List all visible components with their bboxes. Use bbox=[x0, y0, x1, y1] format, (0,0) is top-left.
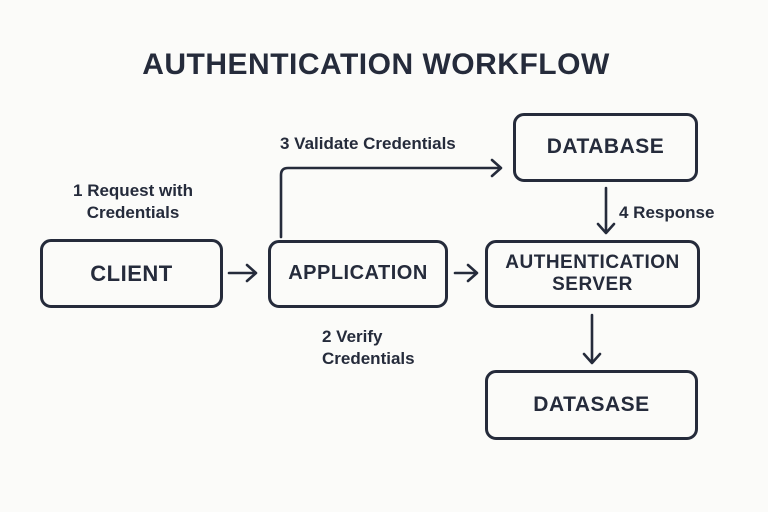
node-authentication-server: AUTHENTICATION SERVER bbox=[485, 240, 700, 308]
node-application: APPLICATION bbox=[268, 240, 448, 308]
arrow-application-to-auth-server bbox=[453, 263, 479, 283]
node-client: CLIENT bbox=[40, 239, 223, 308]
arrow-database-to-auth-server bbox=[596, 186, 616, 235]
arrow-auth-server-to-datasase bbox=[582, 313, 602, 365]
node-datasase: DATASASE bbox=[485, 370, 698, 440]
annotation-step1-request-with-credentials: 1 Request with Credentials bbox=[73, 181, 193, 223]
arrow-client-to-application bbox=[227, 263, 258, 283]
annotation-step4-response: 4 Response bbox=[619, 203, 715, 222]
node-database: DATABASE bbox=[513, 113, 698, 182]
diagram-title: AUTHENTICATION WORKFLOW bbox=[142, 48, 610, 81]
annotation-step3-validate-credentials: 3 Validate Credentials bbox=[280, 134, 456, 153]
annotation-step2-verify-credentials: 2 Verify Credentials bbox=[322, 327, 415, 369]
arrow-application-to-database bbox=[279, 158, 503, 239]
